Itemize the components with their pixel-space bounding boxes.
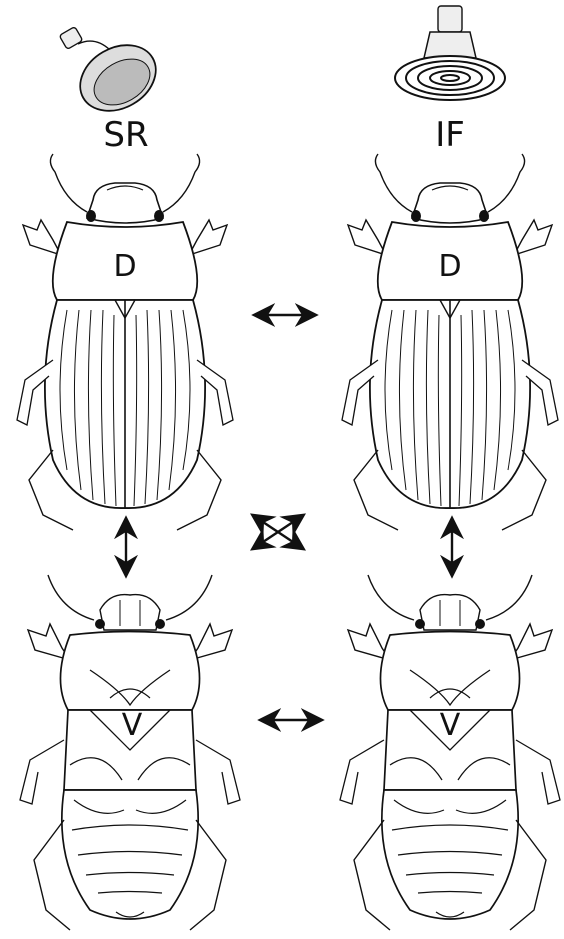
four-way-diagonal-arrows: [254, 516, 302, 548]
dorsal-label-if: D: [438, 249, 461, 284]
dorsal-label-sr: D: [113, 249, 136, 284]
spot-reflector-lamp-icon: [59, 27, 167, 124]
ventral-beetle-sr: [20, 575, 240, 930]
ventral-label-sr: V: [122, 708, 143, 743]
ventral-beetle-if: [340, 575, 560, 930]
dorsal-beetle-sr: [17, 154, 233, 530]
dorsal-beetle-if: [342, 154, 558, 530]
ventral-label-if: V: [440, 708, 461, 743]
infrared-ceramic-lamp-icon: [395, 6, 505, 100]
